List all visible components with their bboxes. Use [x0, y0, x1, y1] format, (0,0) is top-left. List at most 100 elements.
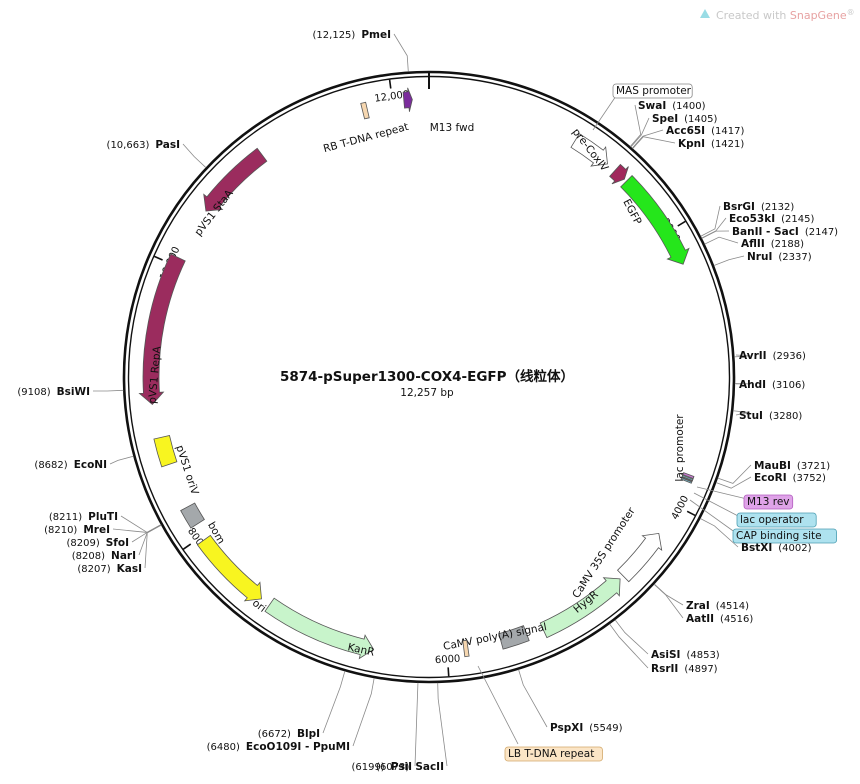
- enzyme-position: (2132): [761, 202, 794, 213]
- enzyme-asisi[interactable]: AsiSI(4853): [651, 649, 720, 661]
- enzyme-label-econi: (8682)EcoNI: [34, 459, 107, 471]
- enzyme-leader-pmei: [393, 33, 409, 72]
- enzyme-leader-zrai: [654, 583, 684, 606]
- enzyme-aflii[interactable]: AflII(2188): [741, 238, 804, 250]
- enzyme-leader-bsrgi: [700, 205, 721, 237]
- enzyme-acc65i[interactable]: Acc65I(1417): [666, 125, 744, 137]
- enzyme-nrui[interactable]: NruI(2337): [747, 251, 812, 263]
- enzyme-label-bsrgi: BsrGI (2132): [723, 201, 794, 213]
- tick-label-4000: 4000: [670, 494, 692, 522]
- enzyme-label-sacii: (6073)SacII: [376, 761, 444, 773]
- enzyme-name: SfoI: [106, 537, 129, 549]
- feature-camv-35s-promoter[interactable]: [617, 532, 663, 583]
- enzyme-label-kasi: (8207)KasI: [77, 563, 142, 575]
- enzyme-position: (2337): [778, 252, 811, 263]
- feature-label-lb-t-dna-repeat: LB T-DNA repeat: [508, 748, 594, 760]
- feature-ori[interactable]: [196, 534, 262, 602]
- enzyme-kasi[interactable]: (8207)KasI: [77, 563, 142, 575]
- plasmid-size: 12,257 bp: [400, 387, 454, 399]
- enzyme-name: AvrII: [739, 350, 767, 362]
- enzyme-label-psii: (6199)PsiI: [351, 761, 412, 773]
- enzyme-position: (2936): [773, 351, 806, 362]
- credit-prefix: Created with: [716, 9, 790, 22]
- enzyme-mrei[interactable]: (8210)MreI: [44, 524, 110, 536]
- enzyme-name: Eco53kI: [729, 213, 775, 225]
- feature-m13-fwd[interactable]: [402, 87, 413, 112]
- enzyme-leader-econi: [109, 455, 134, 465]
- feature-rb-t-dna-repeat[interactable]: [360, 101, 370, 120]
- enzyme-label-asisi: AsiSI(4853): [651, 649, 720, 661]
- enzyme-kpni[interactable]: KpnI(1421): [678, 138, 744, 150]
- enzyme-aatii[interactable]: AatII(4516): [686, 613, 753, 625]
- enzyme-name: MauBI: [754, 460, 791, 472]
- svg-text:Created with SnapGene®: Created with SnapGene®: [716, 8, 855, 22]
- enzyme-bsrgi[interactable]: BsrGI (2132): [723, 201, 794, 213]
- enzyme-name: BsiWI: [57, 386, 90, 398]
- enzyme-leader-psii: [414, 682, 419, 767]
- enzyme-position: (2147): [805, 227, 838, 238]
- enzyme-eco53ki[interactable]: Eco53kI (2145): [729, 213, 814, 225]
- enzyme-label-pspxi: PspXI(5549): [550, 722, 623, 734]
- enzyme-banii-saci[interactable]: BanII - SacI(2147): [732, 226, 838, 238]
- feature-cap-binding-site[interactable]: [680, 477, 693, 484]
- feature-m13-rev[interactable]: [682, 472, 695, 480]
- enzyme-pluti[interactable]: (8211)PluTI: [49, 511, 118, 523]
- feature-pre-coxiv[interactable]: [609, 163, 629, 185]
- enzyme-leader-pspxi: [518, 669, 548, 728]
- enzyme-psii[interactable]: (6199)PsiI: [351, 761, 412, 773]
- enzyme-bsiwi[interactable]: (9108)BsiWI: [17, 386, 90, 398]
- enzyme-label-zrai: ZraI(4514): [686, 600, 749, 612]
- enzyme-econi[interactable]: (8682)EcoNI: [34, 459, 107, 471]
- enzyme-label-rsrii: RsrII(4897): [651, 663, 718, 675]
- feature-lac-operator[interactable]: [681, 474, 694, 482]
- enzyme-name: PsiI: [391, 761, 412, 773]
- enzyme-pasi[interactable]: (10,663)PasI: [107, 139, 180, 151]
- enzyme-position: (1400): [672, 101, 705, 112]
- feature-mas-promoter[interactable]: [570, 133, 608, 167]
- enzyme-ecoo109i-ppumi[interactable]: (6480)EcoO109I - PpuMI: [207, 741, 350, 753]
- feature-camv-poly-a-signal[interactable]: [498, 625, 530, 650]
- enzyme-pspxi[interactable]: PspXI(5549): [550, 722, 623, 734]
- enzyme-position: (2145): [781, 214, 814, 225]
- tick-mark-4000: [686, 510, 696, 517]
- enzyme-maubi[interactable]: MauBI(3721): [754, 460, 830, 472]
- enzyme-leader-bsiwi: [92, 389, 124, 392]
- feature-label-box-mas-promoter: [612, 83, 693, 99]
- feature-hygr[interactable]: [539, 577, 621, 639]
- enzyme-swai[interactable]: SwaI (1400): [638, 100, 706, 112]
- enzyme-leader-nrui: [713, 255, 745, 266]
- enzyme-avrii[interactable]: AvrII (2936): [739, 350, 806, 362]
- feature-label-lac-promoter: lac promoter: [674, 414, 686, 482]
- enzyme-name: SwaI: [638, 100, 666, 112]
- enzyme-name: KpnI: [678, 138, 705, 150]
- feature-egfp[interactable]: [620, 175, 690, 265]
- enzyme-leader-avrii: [734, 354, 751, 358]
- enzyme-name: BsrGI: [723, 201, 755, 213]
- enzyme-position: (8209): [66, 538, 99, 549]
- enzyme-leader-bstxi: [700, 518, 739, 548]
- enzyme-blpi[interactable]: (6672)BlpI: [258, 728, 320, 740]
- enzyme-sacii[interactable]: (6073)SacII: [376, 761, 444, 773]
- feature-pvs1-oriv[interactable]: [153, 435, 178, 468]
- feature-lb-t-dna-repeat[interactable]: [462, 639, 470, 658]
- feature-bom[interactable]: [180, 502, 205, 529]
- enzyme-pmei[interactable]: (12,125)PmeI: [313, 29, 391, 41]
- enzyme-sfoi[interactable]: (8209) SfoI: [66, 537, 129, 549]
- enzyme-ecori[interactable]: EcoRI(3752): [754, 472, 826, 484]
- enzyme-rsrii[interactable]: RsrII(4897): [651, 663, 718, 675]
- snapgene-logo-icon: [700, 9, 710, 18]
- enzyme-bstxi[interactable]: BstXI(4002): [741, 542, 812, 554]
- feature-kanr[interactable]: [264, 597, 375, 660]
- feature-pvs1-repa[interactable]: [138, 253, 186, 405]
- enzyme-spei[interactable]: SpeI(1405): [652, 113, 717, 125]
- enzyme-leader-banii-saci: [701, 230, 730, 239]
- enzyme-stui[interactable]: StuI(3280): [739, 410, 802, 422]
- leader-mas-promoter: [592, 95, 617, 131]
- enzyme-zrai[interactable]: ZraI(4514): [686, 600, 749, 612]
- enzyme-name: AhdI: [739, 379, 766, 391]
- enzyme-nari[interactable]: (8208)NarI: [72, 550, 136, 562]
- enzyme-label-spei: SpeI(1405): [652, 113, 717, 125]
- enzyme-label-pluti: (8211)PluTI: [49, 511, 118, 523]
- enzyme-ahdi[interactable]: AhdI(3106): [739, 379, 805, 391]
- feature-pvs1-staa[interactable]: [203, 147, 268, 212]
